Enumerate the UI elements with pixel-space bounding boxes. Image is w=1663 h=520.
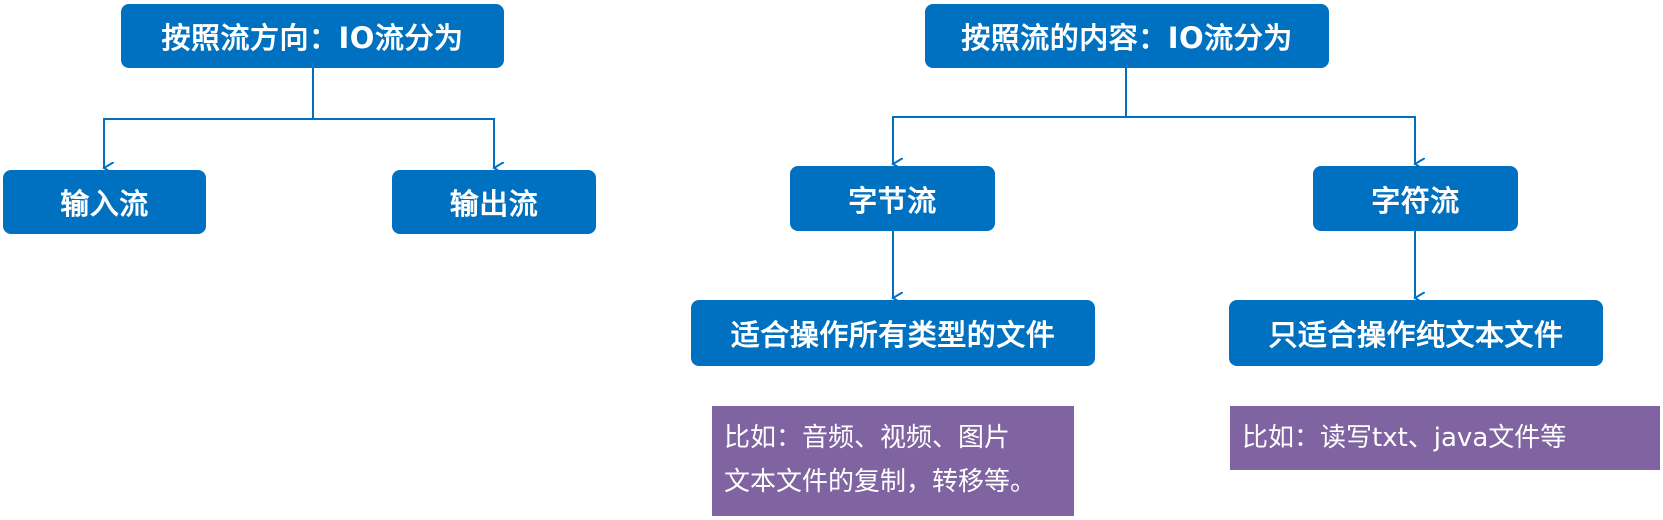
byte-stream-label: 字节流 — [848, 183, 937, 218]
connector-left-root-to-input — [104, 68, 314, 168]
char-stream-example-note: 比如：读写txt、java文件等 — [1230, 406, 1660, 470]
byte-stream-example-line: 文本文件的复制，转移等。 — [724, 467, 1037, 497]
char-stream-example-line: 比如：读写txt、java文件等 — [1242, 423, 1567, 453]
right-root-node: 按照流的内容：IO流分为 — [925, 4, 1329, 68]
char-stream-node: 字符流 — [1313, 166, 1518, 231]
byte-stream-usage-node: 适合操作所有类型的文件 — [691, 300, 1095, 366]
output-stream-node: 输出流 — [392, 170, 596, 234]
connector-right-root-to-byte — [893, 68, 1127, 164]
left-root-label: 按照流方向：IO流分为 — [161, 21, 464, 55]
connector-right-root-to-char — [1126, 116, 1415, 164]
byte-stream-usage-label: 适合操作所有类型的文件 — [730, 318, 1056, 352]
byte-stream-example-line: 比如：音频、视频、图片 — [724, 423, 1011, 453]
connector-left-root-to-output — [313, 118, 494, 168]
char-stream-usage-node: 只适合操作纯文本文件 — [1229, 300, 1603, 366]
byte-stream-example-note: 比如：音频、视频、图片 文本文件的复制，转移等。 — [712, 406, 1074, 516]
input-stream-node: 输入流 — [3, 170, 206, 234]
char-stream-usage-label: 只适合操作纯文本文件 — [1268, 318, 1564, 352]
left-root-node: 按照流方向：IO流分为 — [121, 4, 504, 68]
byte-stream-node: 字节流 — [790, 166, 995, 231]
right-root-label: 按照流的内容：IO流分为 — [961, 21, 1293, 55]
char-stream-label: 字符流 — [1371, 183, 1460, 218]
input-stream-label: 输入流 — [60, 187, 149, 221]
output-stream-label: 输出流 — [449, 187, 539, 221]
